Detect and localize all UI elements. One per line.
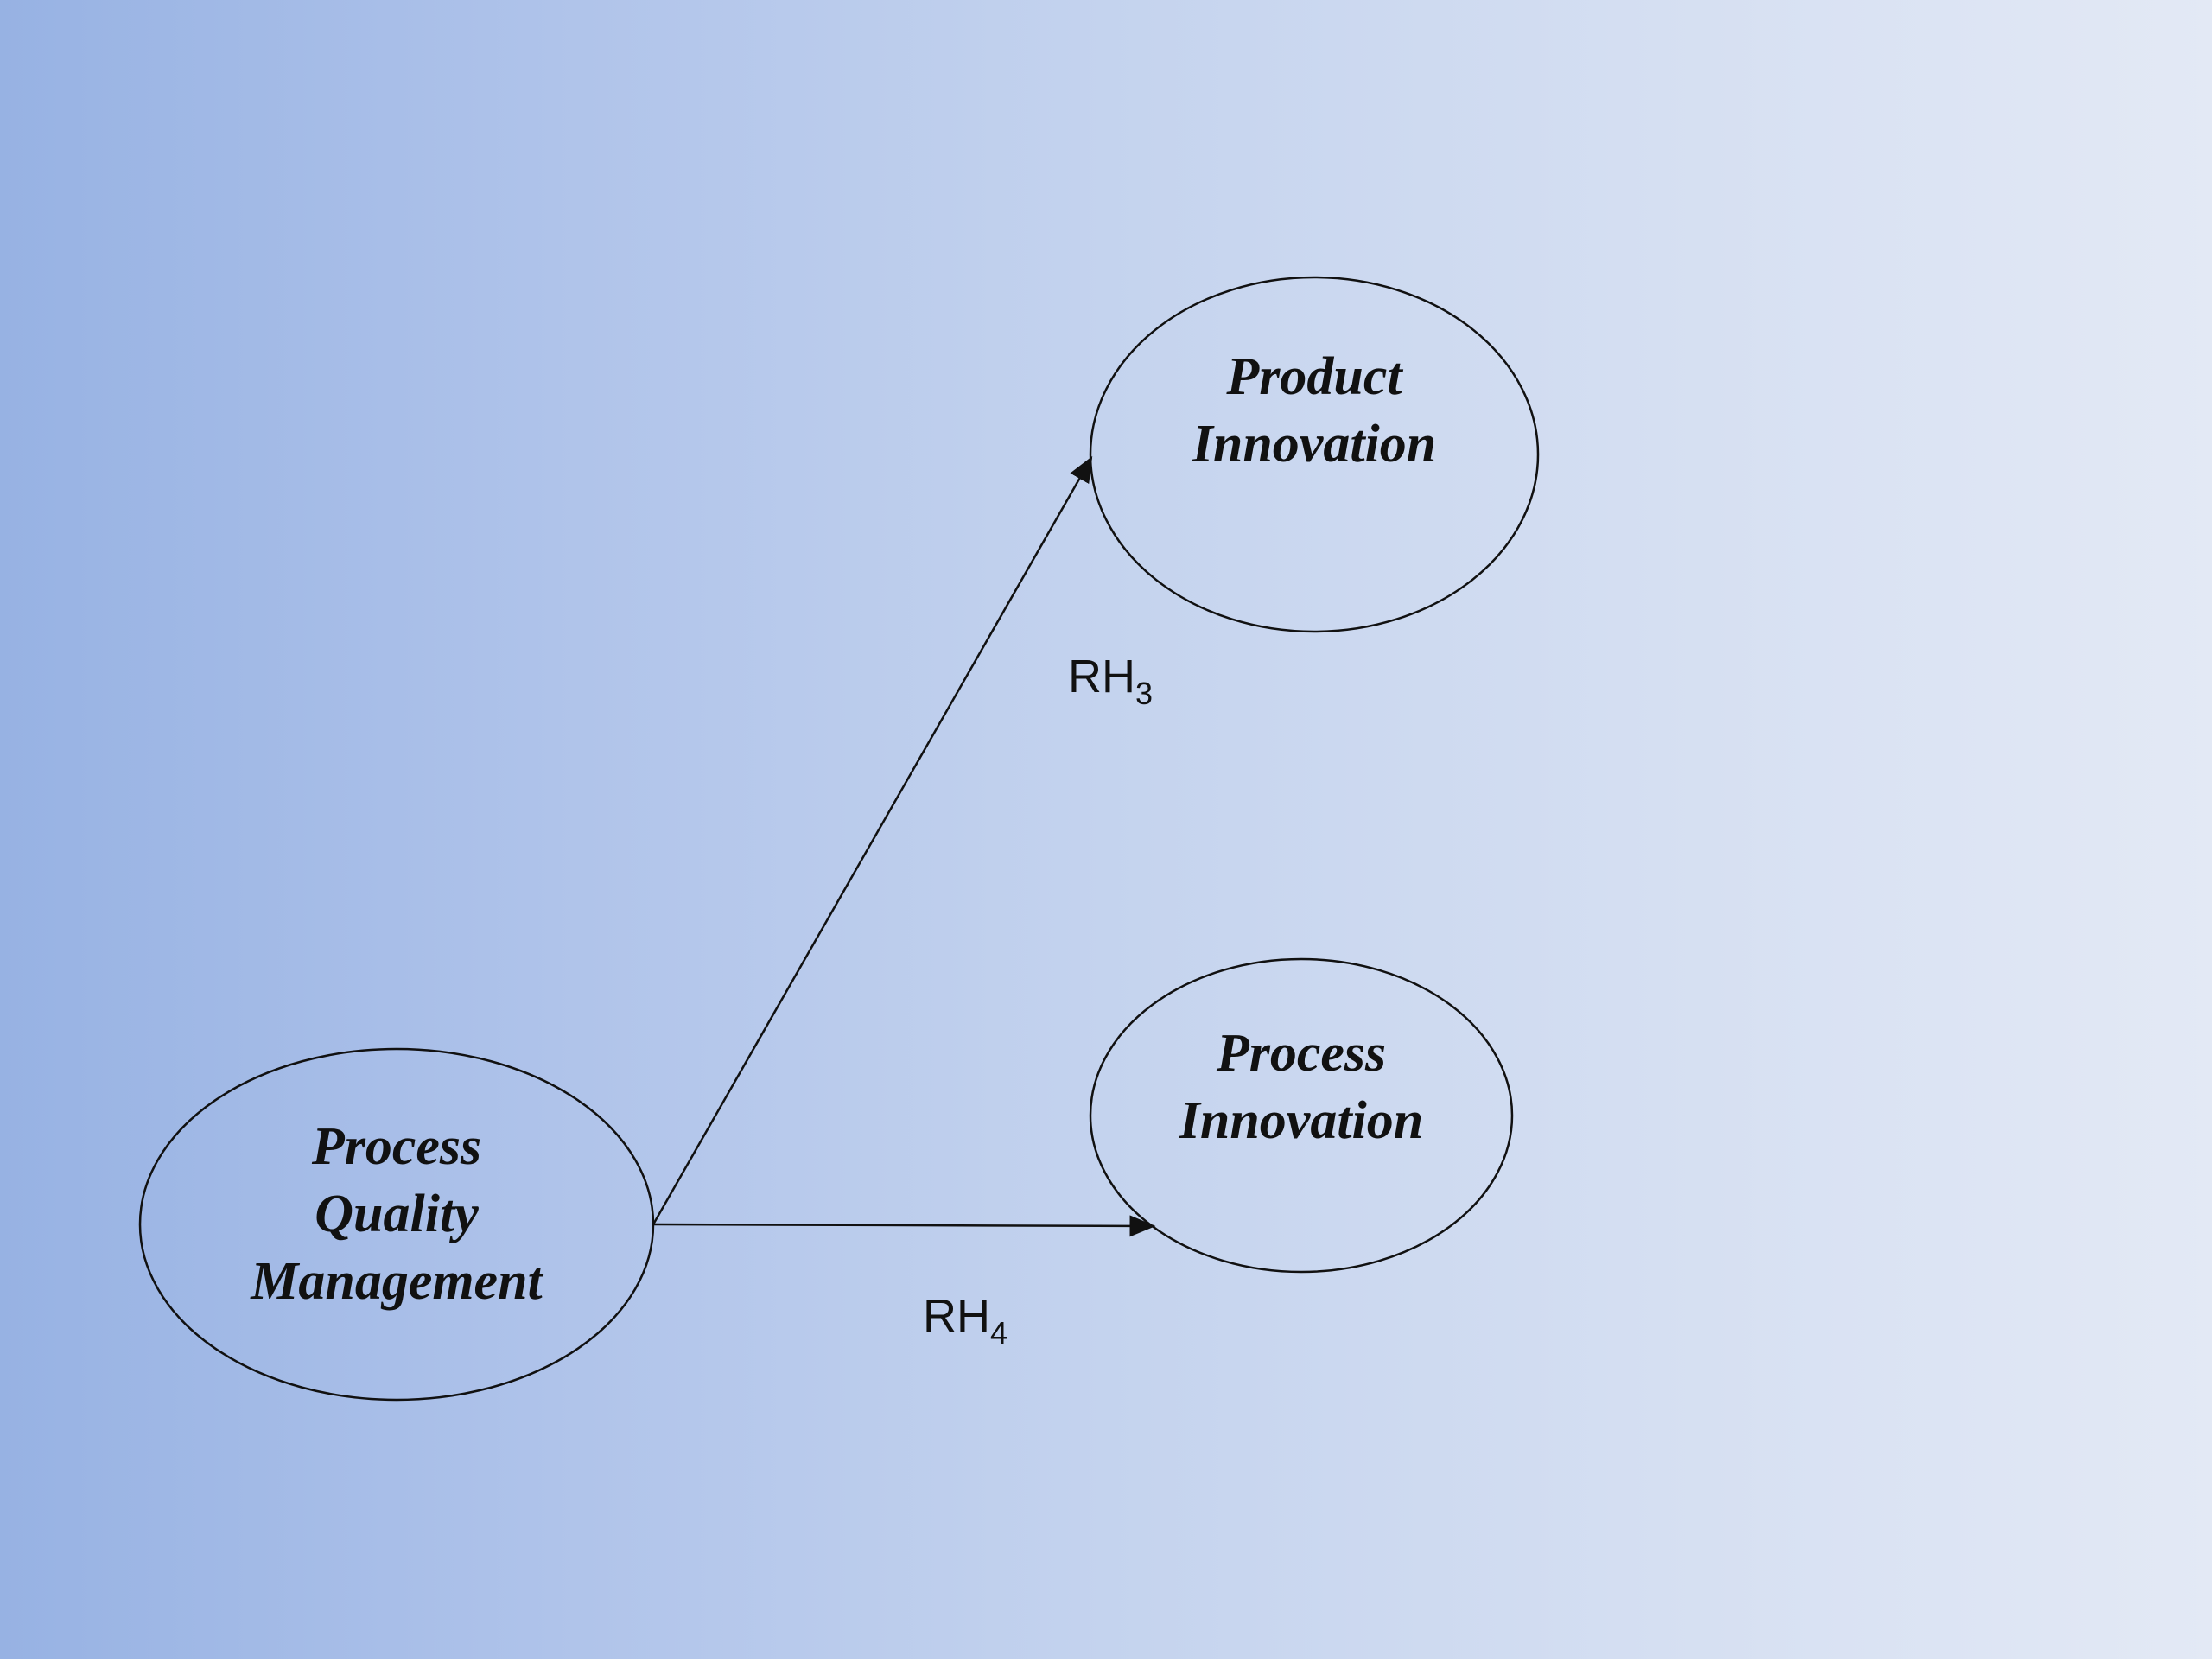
edge-rh3-label-subscript: 3 [1135, 676, 1154, 711]
product-innovation-label: Product Innovation [1141, 343, 1487, 478]
process-quality-management-label-line-1: Process [311, 1117, 482, 1176]
edge-rh3-arrow [652, 455, 1093, 1225]
product-innovation-label-line-1: Product [1226, 347, 1402, 406]
edge-rh4-label-text: RH [923, 1290, 990, 1342]
process-innovation-node [1089, 957, 1514, 1274]
edge-rh3-label-text: RH [1068, 651, 1135, 702]
product-innovation-node [1089, 276, 1540, 633]
process-quality-management-label-line-3: Management [251, 1252, 543, 1311]
process-quality-management-label: Process Quality Management [181, 1113, 613, 1315]
edge-rh4-label-subscript: 4 [990, 1315, 1008, 1351]
process-quality-management-label-line-2: Quality [315, 1185, 479, 1243]
process-innovation-label-line-2: Innovation [1179, 1091, 1424, 1150]
process-innovation-label: Process Innovation [1128, 1020, 1474, 1154]
product-innovation-label-line-2: Innovation [1192, 415, 1437, 474]
edge-rh3-label: RH3 [1068, 650, 1153, 712]
edge-rh4-arrow [652, 1215, 1156, 1237]
edge-rh4-label: RH4 [923, 1289, 1007, 1351]
process-innovation-label-line-1: Process [1216, 1024, 1387, 1083]
